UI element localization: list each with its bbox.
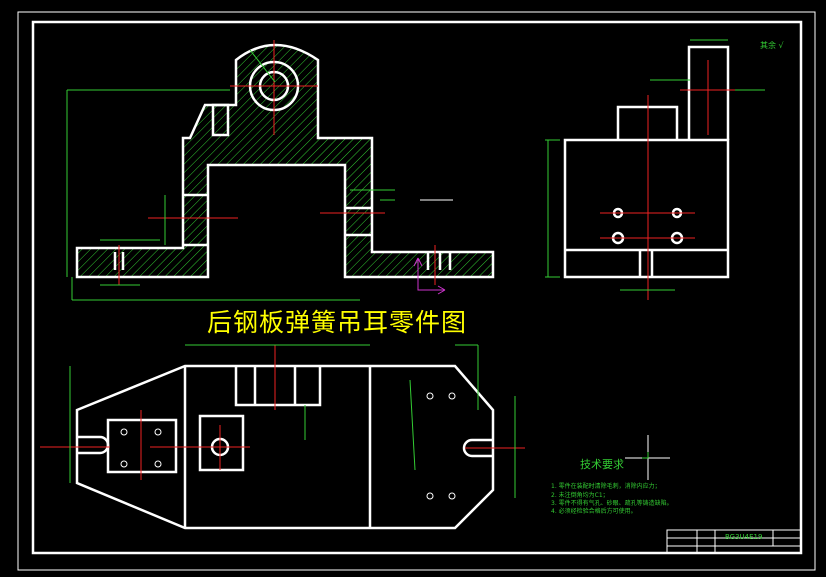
top-view (40, 344, 525, 530)
inner-frame (31, 20, 803, 555)
outer-frame (17, 11, 816, 571)
roughness-note: 其余 √ (760, 41, 784, 50)
tech-requirement-item: 1. 零件在装配时清除毛刺，消除内应力； (551, 483, 661, 490)
side-view (545, 39, 765, 300)
title-block (666, 529, 802, 554)
drawing-title: 后钢板弹簧吊耳零件图 (207, 308, 468, 337)
tech-requirement-item: 2. 未注倒角均为C1； (551, 492, 609, 499)
drawing-code: BG3U4E19 (725, 533, 763, 541)
front-view (66, 40, 495, 301)
tech-requirement-item: 4. 必须经检验合格后方可使用。 (551, 508, 637, 515)
tech-requirements-heading: 技术要求 (580, 458, 624, 471)
tech-requirement-item: 3. 零件不得有气孔、砂眼、疏孔等铸造缺陷。 (551, 500, 673, 507)
